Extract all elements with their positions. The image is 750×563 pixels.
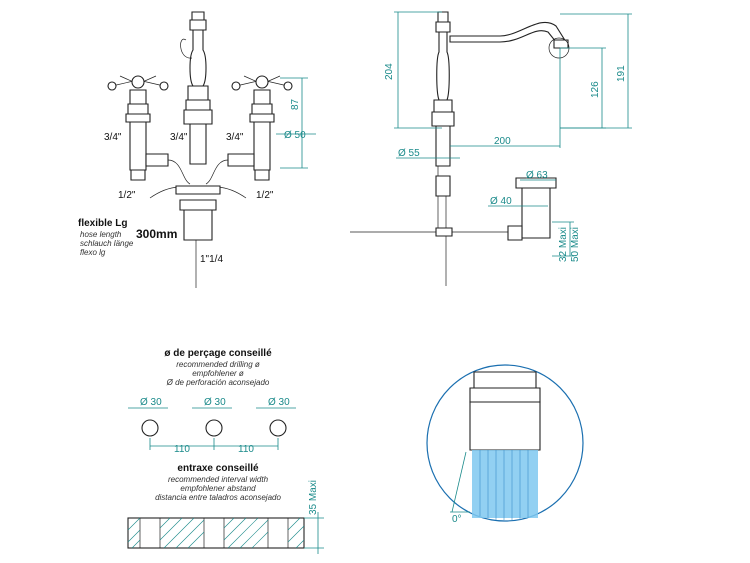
dim-diameter-50: Ø 50 [284,130,306,141]
flexible-de: schlauch länge [80,239,134,248]
thread-left-lower: 1/2" [118,190,136,201]
dim-total-height: 204 [384,63,395,80]
interval-title: entraxe conseillé [177,463,259,474]
hole-2-diameter: Ø 30 [204,397,226,408]
flexible-title: flexible Lg [78,218,127,229]
drilling-title: ø de perçage conseillé [164,348,272,359]
front-view [107,11,316,288]
counter-thickness: 35 Maxi [308,480,319,515]
interval-de: empfohlener abstand [180,484,256,493]
dim-height-87: 87 [290,98,301,110]
thread-center: 3/4" [170,132,188,143]
flexible-en: hose length [80,230,122,239]
aerator-detail [426,364,584,522]
thread-left-upper: 3/4" [104,132,122,143]
thread-right-lower: 1/2" [256,190,274,201]
interval-es: distancia entre taladros aconsejado [155,493,281,502]
dim-outlet-height: 126 [590,81,601,98]
drilling-holes [128,407,296,450]
flexible-es: flexo lg [80,248,106,257]
thread-right-upper: 3/4" [226,132,244,143]
drilling-es: Ø de perforación aconsejado [166,378,270,387]
dim-spout-height: 191 [616,65,627,82]
dim-reach: 200 [494,136,511,147]
hole-1-diameter: Ø 30 [140,397,162,408]
dim-waste-body: Ø 40 [490,196,512,207]
aerator-angle: 0° [452,514,462,525]
spacing-2: 110 [238,444,254,455]
hole-3-diameter: Ø 30 [268,397,290,408]
dim-waste-top: Ø 63 [526,170,548,181]
side-view [350,11,632,286]
drilling-en: recommended drilling ø [176,360,260,369]
drain-thread-label: 1"1/4 [200,254,223,265]
spacing-1: 110 [174,444,190,455]
drilling-de: empfohlener ø [192,369,244,378]
interval-en: recommended interval width [168,475,269,484]
dim-base-diameter: Ø 55 [398,148,420,159]
dim-waste-min: 32 Maxi [558,227,569,262]
dim-waste-max: 50 Maxi [570,227,581,262]
counter-section [127,512,324,554]
hose-length-label: 300mm [136,227,177,241]
